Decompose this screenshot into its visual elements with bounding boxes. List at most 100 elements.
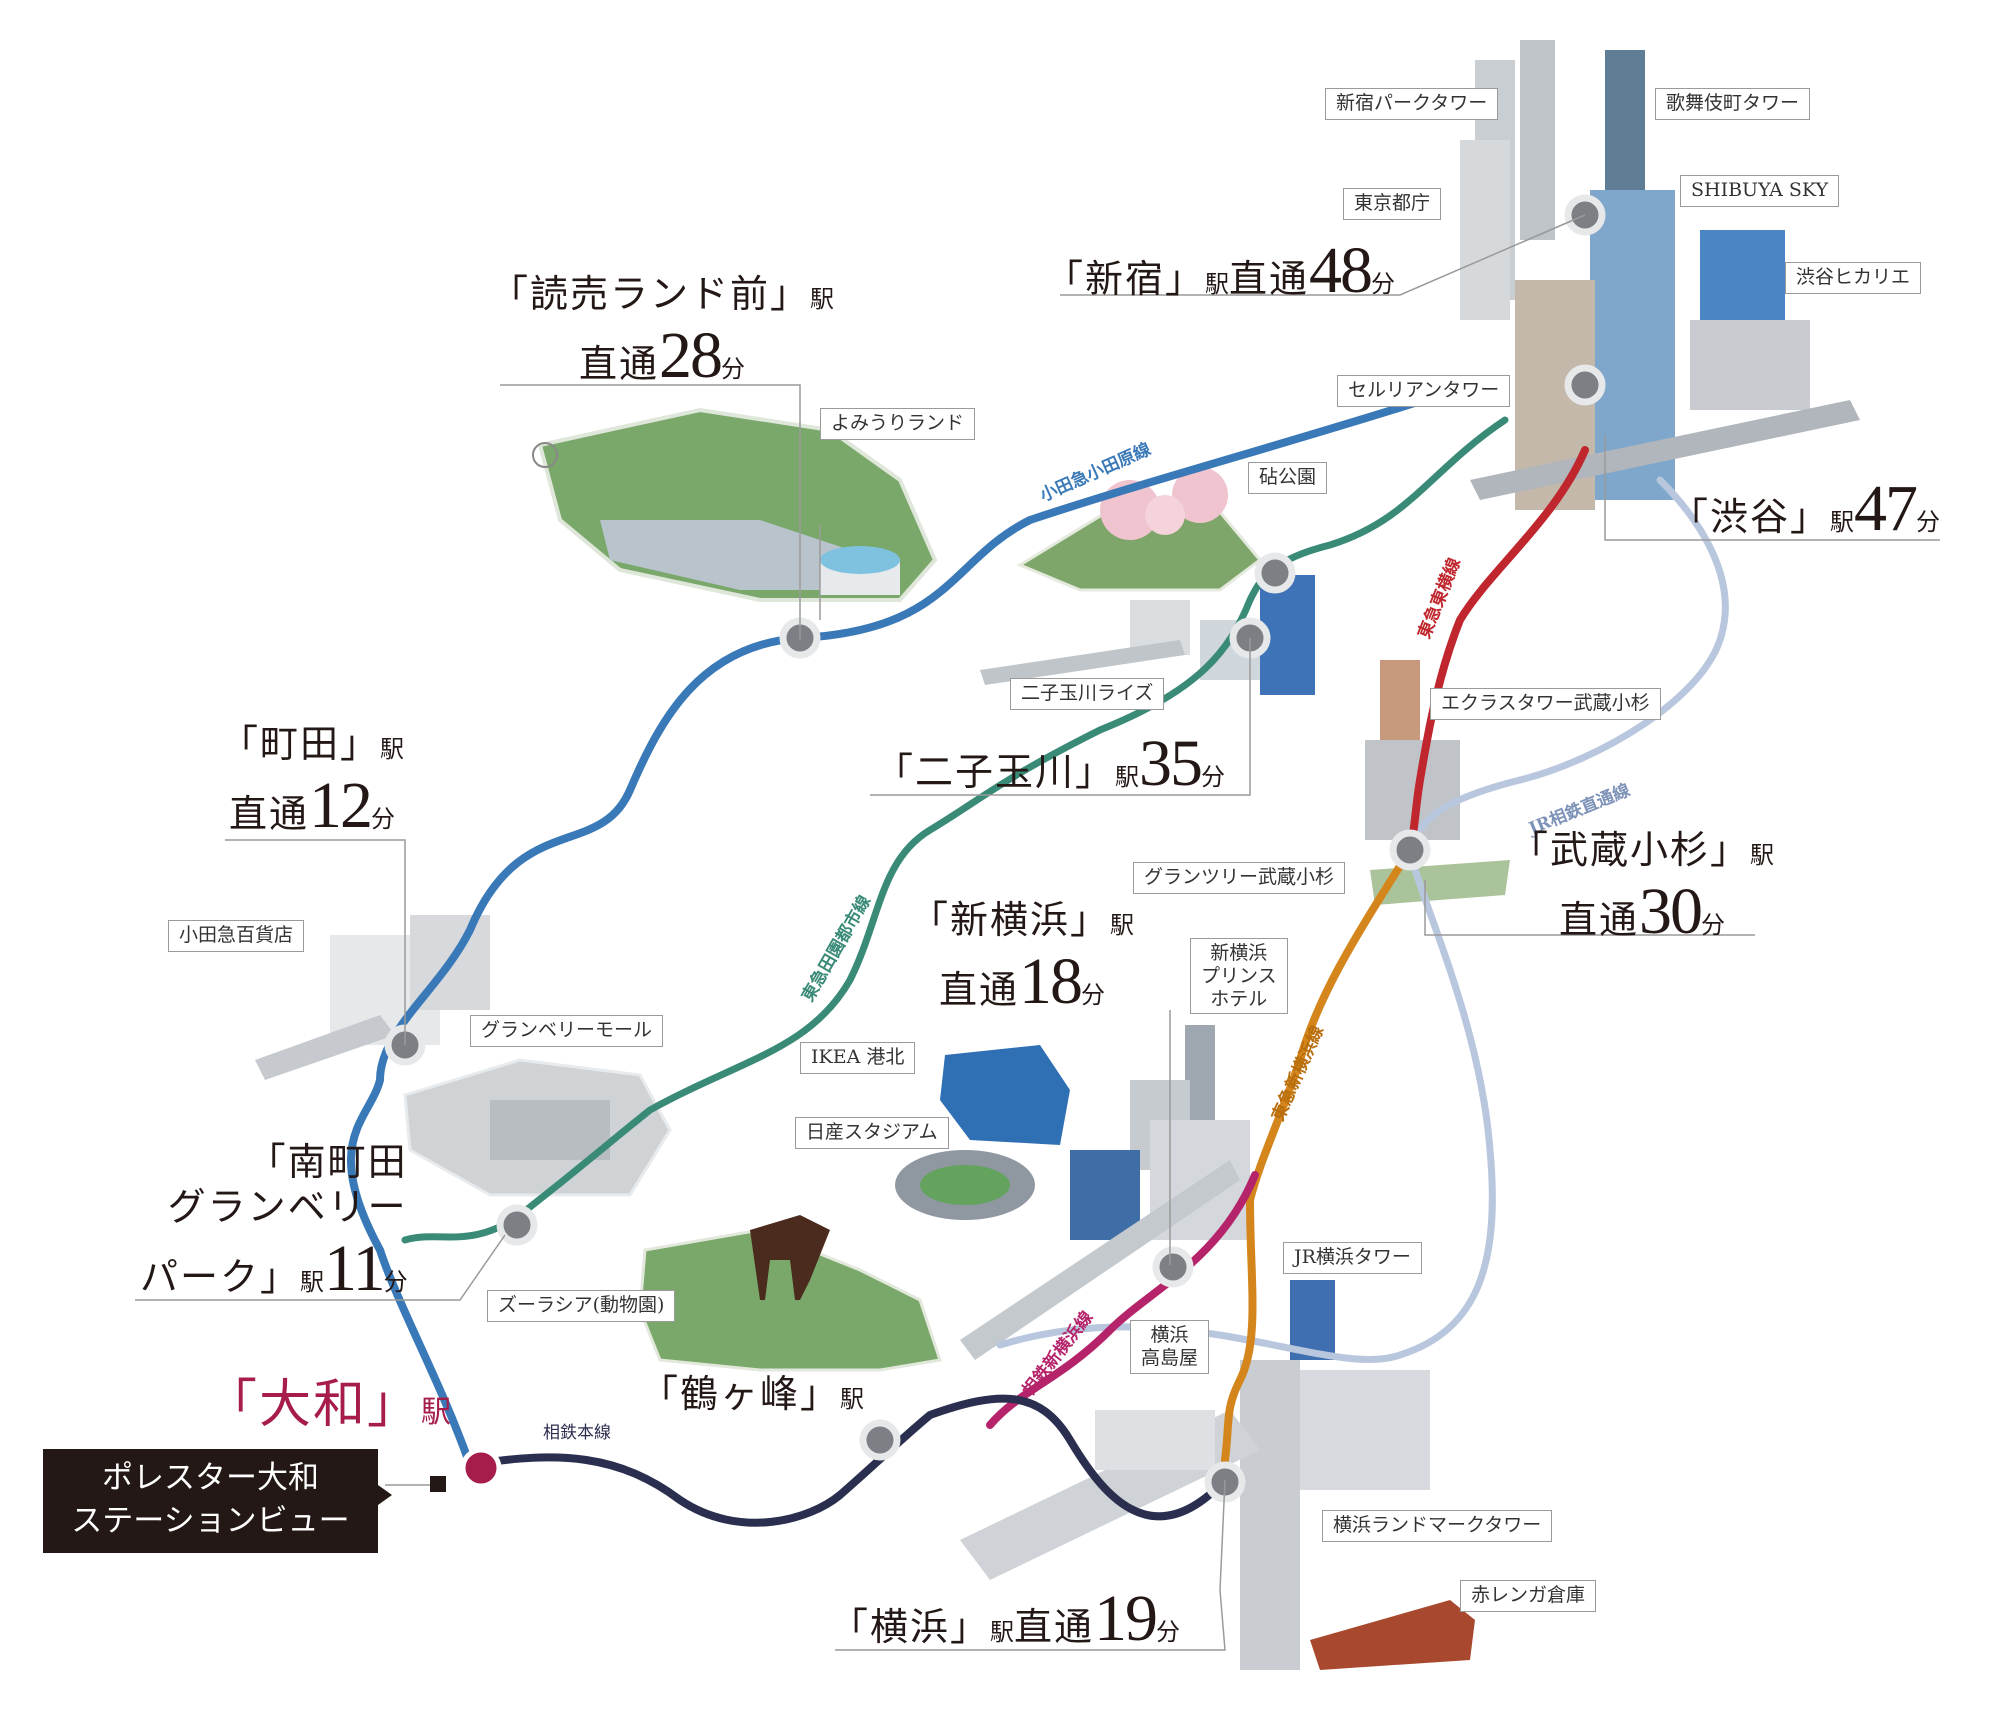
station-minamimachida: 「南町田 グランベリー パーク」駅11分	[140, 1140, 408, 1308]
station-machida-name: 「町田」	[220, 722, 381, 766]
zoorasia-illustration	[638, 1215, 942, 1372]
station-yomiuri-minutes: 28	[659, 318, 723, 392]
station-yamato-name: 大和	[259, 1375, 368, 1435]
label-futako-rise: 二子玉川ライズ	[1010, 678, 1165, 710]
station-marker-musashikosugi[interactable]	[1389, 829, 1431, 871]
line-label-sotetsu-main: 相鉄本線	[543, 1423, 611, 1443]
station-yomiuri-eki: 駅	[810, 285, 835, 313]
label-shibuya-sky: SHIBUYA SKY	[1680, 175, 1840, 207]
label-kinuta-park: 砧公園	[1248, 462, 1328, 494]
label-red-brick: 赤レンガ倉庫	[1460, 1580, 1597, 1612]
home-property-box[interactable]: ポレスター大和 ステーションビュー	[43, 1449, 378, 1553]
station-yamato-close: 」	[367, 1375, 422, 1435]
label-takashimaya-l1: 横浜	[1150, 1324, 1189, 1346]
station-yomiuri-direct: 直通	[579, 341, 660, 386]
station-shibuya-eki: 駅	[1830, 508, 1855, 536]
label-cerulean-tower: セルリアンタワー	[1337, 375, 1511, 407]
label-takashimaya-l2: 高島屋	[1141, 1346, 1199, 1369]
denentoshi-line	[401, 416, 1509, 1244]
station-marker-shibuya[interactable]	[1564, 364, 1606, 406]
station-futako-eki: 駅	[1115, 763, 1140, 791]
station-futako-fun: 分	[1201, 763, 1226, 791]
label-prince-hotel-l3: ホテル	[1210, 987, 1268, 1010]
station-yamato: 「大和」駅	[205, 1375, 451, 1436]
label-takashimaya: 横浜 高島屋	[1130, 1320, 1210, 1374]
label-prince-hotel: 新横浜 プリンス ホテル	[1190, 938, 1288, 1015]
station-marker-minamimachida[interactable]	[496, 1204, 538, 1246]
station-futako: 「二子玉川」駅35分	[875, 725, 1225, 803]
label-hikarie: 渋谷ヒカリエ	[1785, 262, 1922, 294]
home-property-pointer	[378, 1485, 392, 1505]
station-shinyokohama: 「新横浜」駅 直通18分	[910, 898, 1134, 1021]
station-yomiuri-fun: 分	[721, 354, 746, 383]
station-yomiuri-name: 「読売ランド前」	[490, 272, 811, 316]
label-ikea: IKEA 港北	[800, 1042, 916, 1074]
leader-lines	[135, 214, 1940, 1651]
station-shinjuku-eki: 駅	[1205, 270, 1230, 298]
label-tocho: 東京都庁	[1343, 188, 1442, 220]
station-futako-name: 「二子玉川」	[875, 750, 1116, 794]
station-machida-fun: 分	[371, 804, 396, 833]
label-excelas-tower: エクラスタワー武蔵小杉	[1430, 688, 1661, 720]
station-yomiuri: 「読売ランド前」駅 直通28分	[490, 272, 834, 395]
sotetsu-shinyokohama-line	[986, 1171, 1259, 1429]
station-musashikosugi-direct: 直通	[1559, 897, 1640, 942]
station-marker-tsurugamine[interactable]	[859, 1419, 901, 1461]
label-landmark-tower: 横浜ランドマークタワー	[1322, 1510, 1553, 1542]
label-jr-yokohama-tower: JR横浜タワー	[1283, 1242, 1422, 1274]
station-shinjuku-direct: 直通	[1229, 257, 1310, 301]
station-machida-minutes: 12	[309, 768, 373, 842]
station-yokohama: 「横浜」駅直通19分	[830, 1580, 1180, 1658]
station-shinjuku-fun: 分	[1371, 270, 1396, 298]
station-musashikosugi-fun: 分	[1701, 910, 1726, 939]
station-shinjuku-name: 「新宿」	[1045, 257, 1206, 301]
station-shinyokohama-fun: 分	[1081, 980, 1106, 1009]
label-zoorasia: ズーラシア(動物園)	[487, 1290, 676, 1322]
station-yamato-eki: 駅	[421, 1395, 452, 1430]
station-marker-kinuta[interactable]	[1254, 552, 1296, 594]
label-nissan-stadium: 日産スタジアム	[795, 1117, 949, 1149]
yokohama-illustration	[960, 1280, 1475, 1670]
station-yokohama-eki: 駅	[990, 1618, 1015, 1646]
station-shinjuku: 「新宿」駅直通48分	[1045, 232, 1395, 310]
station-shibuya: 「渋谷」駅47分	[1670, 470, 1940, 548]
home-property-dot	[430, 1476, 446, 1492]
station-shinyokohama-direct: 直通	[939, 967, 1020, 1012]
label-odakyu-dept: 小田急百貨店	[168, 920, 305, 952]
odakyu-line	[347, 391, 1444, 1469]
ikea-nissan-illustration	[895, 1045, 1070, 1220]
station-shibuya-fun: 分	[1916, 508, 1941, 536]
station-minamimachida-eki: 駅	[300, 1267, 325, 1296]
station-minamimachida-l1: 「南町田	[247, 1140, 408, 1184]
granberry-mall-illustration	[403, 1058, 672, 1197]
toyoko-line	[1406, 446, 1589, 854]
station-musashikosugi-minutes: 30	[1639, 874, 1703, 948]
station-shinyokohama-eki: 駅	[1110, 911, 1135, 939]
station-musashikosugi-eki: 駅	[1750, 841, 1775, 869]
station-tsurugamine-eki: 駅	[840, 1385, 865, 1413]
station-marker-shinyokohama[interactable]	[1152, 1246, 1194, 1288]
station-minamimachida-l3: パーク」	[140, 1254, 301, 1299]
station-yokohama-minutes: 19	[1094, 1582, 1158, 1655]
home-property-line2: ステーションビュー	[71, 1503, 350, 1539]
label-kabukicho-tower: 歌舞伎町タワー	[1655, 88, 1811, 120]
station-tsurugamine-name: 「鶴ヶ峰」	[640, 1372, 841, 1416]
yomiuriland-illustration	[532, 407, 938, 602]
station-machida-direct: 直通	[229, 791, 310, 836]
station-minamimachida-l2: グランベリー	[167, 1184, 408, 1229]
label-grand-tree: グランツリー武蔵小杉	[1133, 862, 1346, 894]
station-shibuya-name: 「渋谷」	[1670, 495, 1831, 539]
station-yokohama-direct: 直通	[1014, 1605, 1095, 1649]
station-machida-eki: 駅	[380, 735, 405, 763]
label-prince-hotel-l2: プリンス	[1201, 964, 1277, 987]
label-shinjuku-park-tower: 新宿パークタワー	[1325, 88, 1499, 120]
label-yomiuriland: よみうりランド	[820, 408, 976, 440]
label-prince-hotel-l1: 新横浜	[1210, 942, 1268, 964]
station-marker-yamato[interactable]	[460, 1447, 502, 1489]
home-property-line1: ポレスター大和	[102, 1460, 319, 1496]
station-machida: 「町田」駅 直通12分	[220, 722, 404, 845]
station-shinyokohama-name: 「新横浜」	[910, 898, 1111, 942]
station-minamimachida-minutes: 11	[324, 1231, 386, 1305]
station-musashikosugi: 「武蔵小杉」駅 直通30分	[1510, 828, 1774, 951]
